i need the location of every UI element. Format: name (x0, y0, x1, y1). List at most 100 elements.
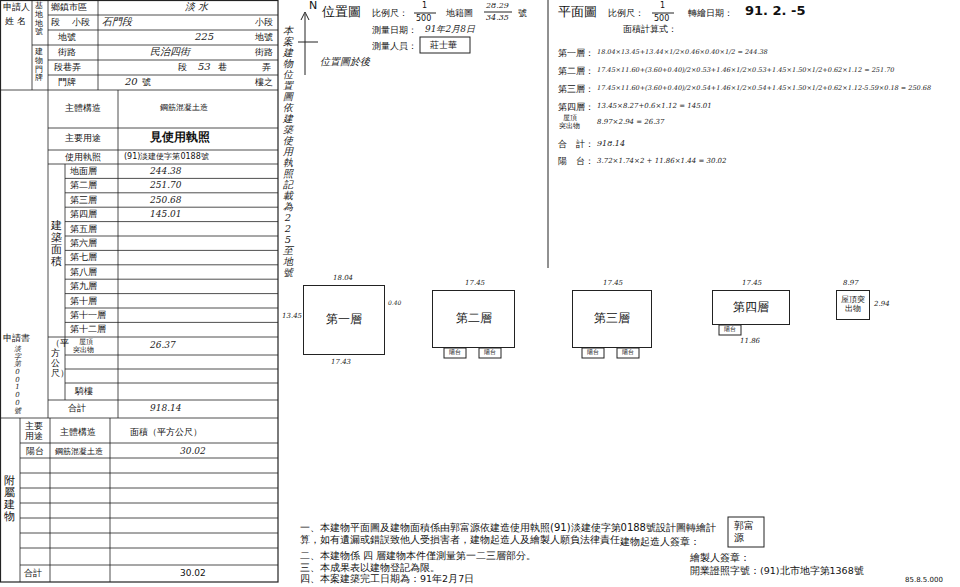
table-rule (48, 164, 278, 165)
text-label: 第四層 (70, 210, 97, 220)
table-rule (118, 90, 119, 418)
text-label: 地面層 (70, 167, 97, 177)
text-label: 陽台 (724, 326, 736, 333)
text-label: 244.38 (150, 166, 182, 176)
text-label: 0.40 (388, 300, 401, 307)
text-label: 石門段 (102, 16, 132, 28)
north-arrow-line (305, 14, 306, 75)
text-label: 1 (422, 1, 427, 10)
text-label: 17.45×11.60+(3.60+0.40)/2×0.54+1.46×1/2×… (597, 85, 931, 92)
text-label: 第九層 (70, 282, 97, 292)
text-label: 淡 水 (185, 1, 208, 13)
table-rule (65, 369, 278, 370)
text-label: 門牌 (58, 78, 76, 88)
text-label: 17.43 (331, 358, 351, 366)
text-label: 26.37 (150, 340, 176, 350)
table-rule (32, 0, 33, 90)
table-rule (65, 279, 278, 280)
text-label: 巷 (218, 63, 227, 73)
balcony-outline (617, 348, 639, 358)
text-label: 2.94 (874, 300, 890, 308)
table-rule (65, 178, 278, 179)
table-border (1, 1, 279, 583)
vertical-label: 淡字第00100號 (14, 346, 21, 415)
table-rule (65, 264, 278, 265)
text-label: 第三層： (558, 84, 594, 94)
table-rule (20, 533, 278, 534)
text-label: 弄 (262, 63, 271, 73)
vertical-label: 附屬建物 (4, 475, 15, 523)
text-label: 屋頂 (563, 114, 577, 122)
text-label: 主體構造 (65, 103, 101, 113)
floor-outline: 第四層 (712, 290, 790, 325)
table-rule (65, 207, 278, 208)
table-rule (110, 418, 111, 582)
text-label: 建物起造人簽章： (620, 536, 700, 548)
table-rule (48, 128, 278, 129)
text-label: 郭富源 (734, 520, 758, 543)
floor-name: 第二層 (456, 312, 492, 325)
text-label: 918.14 (597, 139, 625, 148)
table-rule (50, 418, 51, 582)
text-label: 91年2月8日 (425, 24, 475, 34)
text-label: 比例尺： (372, 8, 408, 18)
text-label: 轉繪日期： (688, 8, 733, 18)
text-label: 11.86 (740, 337, 760, 345)
text-label: 申請人 (3, 2, 30, 12)
vertical-label: （平方公尺） (51, 339, 60, 379)
floor-name: 第三層 (594, 312, 630, 325)
text-label: 騎樓 (75, 386, 93, 396)
text-label: 13.45 (282, 312, 302, 320)
text-label: 突出物 (559, 122, 580, 130)
text-label: 第十二層 (70, 325, 106, 335)
text-label: 18.04 (333, 274, 353, 282)
text-label: 突出物 (73, 346, 94, 354)
text-label: 第七層 (70, 253, 97, 263)
text-label: 號 (518, 8, 527, 18)
text-label: 地號 (255, 33, 273, 43)
text-label: 第一層： (558, 48, 594, 58)
table-rule (32, 45, 278, 46)
text-label: 三、本成果表以建物登記為限。 (300, 563, 440, 574)
text-label: 申請書 (3, 333, 30, 343)
text-label: 繪製人簽章： (690, 553, 750, 564)
text-label: (91)淡建使字第0188號 (124, 152, 209, 161)
text-label: 85.8.5.000 (905, 576, 943, 584)
text-label: 28.29 (486, 1, 509, 10)
stamp-box (420, 37, 470, 53)
divider-line (548, 0, 549, 268)
text-label: 18.04×13.45+13.44×1/2×0.46×0.40×1/2 = 24… (597, 49, 768, 56)
table-rule (65, 355, 278, 356)
text-label: 主要用途 (65, 133, 101, 143)
vertical-label: 建築面積 (51, 220, 62, 268)
text-label: 500 (416, 14, 431, 23)
text-label: 莊士華 (430, 40, 457, 50)
table-rule (20, 565, 278, 566)
table-rule (48, 30, 278, 31)
text-label: 主體構造 (60, 427, 96, 437)
fraction-bar (484, 12, 512, 13)
text-label: 樓之 (255, 78, 273, 88)
table-rule (65, 250, 278, 251)
text-label: 鋼筋混凝土造 (55, 447, 103, 456)
table-rule (0, 90, 278, 91)
text-label: 陽台 (622, 349, 634, 356)
table-rule (48, 0, 49, 418)
floor-name: 屋頂突出物 (839, 296, 867, 314)
text-label: 鋼筋混凝土造 (160, 103, 208, 112)
north-arrow-head (301, 12, 309, 20)
vertical-label: 建物門牌 (35, 48, 43, 83)
floor-outline: 第二層 (432, 290, 515, 348)
table-rule (48, 15, 278, 16)
table-rule (65, 164, 66, 400)
balcony-outline (582, 348, 604, 358)
text-label: 地號 (58, 33, 76, 43)
table-rule (65, 308, 278, 309)
table-rule (65, 221, 278, 222)
table-rule (48, 60, 278, 61)
text-label: 第二層： (558, 66, 594, 76)
table-rule (48, 400, 278, 401)
table-rule (65, 236, 278, 237)
text-label: 號 (142, 78, 151, 88)
vertical-label: 本案建物位置圖依建築使用執照記載為225至地號 (283, 25, 293, 278)
